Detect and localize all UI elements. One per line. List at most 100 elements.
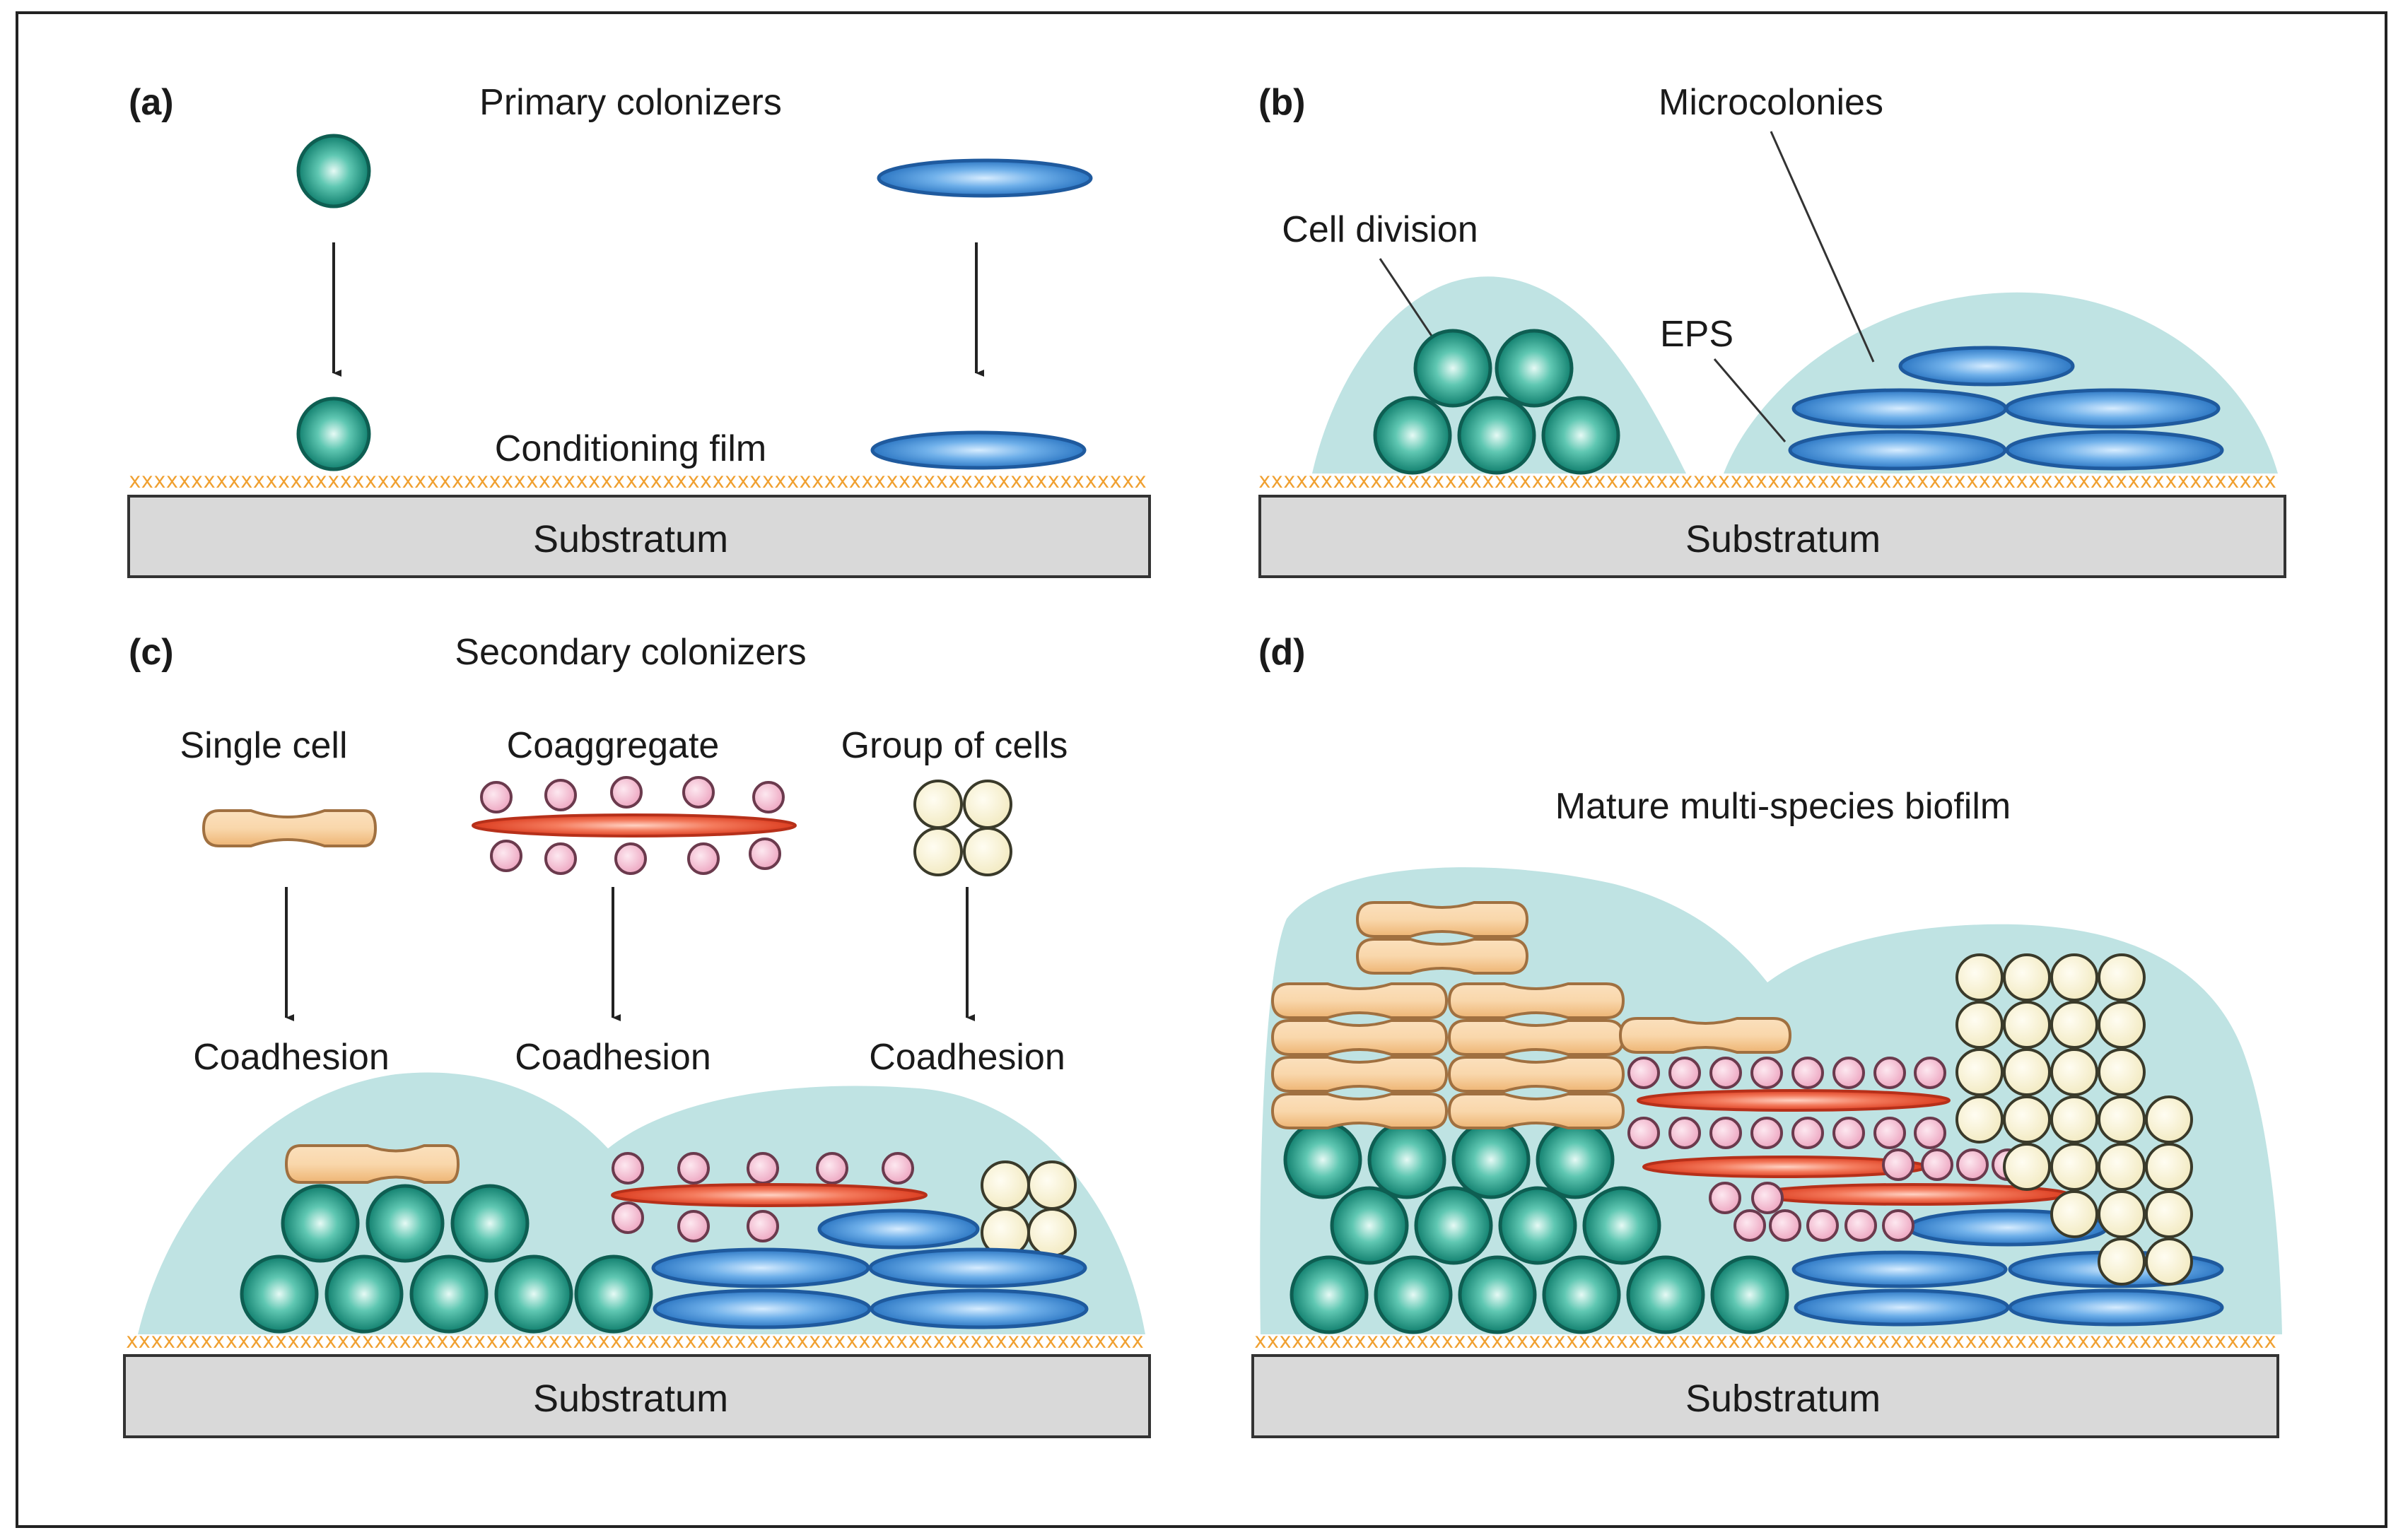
coccus — [494, 1254, 573, 1334]
panel-c: (c) Secondary colonizers Single cell Coa… — [123, 632, 1151, 1438]
pink-coccus — [490, 840, 522, 872]
pink-coccus — [1806, 1209, 1839, 1242]
red-rod — [611, 1183, 928, 1207]
cream-coccus — [1955, 953, 2004, 1001]
panel-c-title: Secondary colonizers — [455, 632, 806, 673]
cream-coccus — [2050, 1048, 2098, 1096]
cell-division-label: Cell division — [1282, 209, 1478, 250]
pink-coccus — [1921, 1148, 1953, 1181]
coccus — [1451, 1120, 1531, 1199]
mature-biofilm-cells — [1270, 901, 2224, 1334]
coccus — [1283, 1120, 1362, 1199]
cream-coccus — [981, 1160, 1030, 1210]
rod-top — [877, 158, 1093, 198]
cream-coccus — [963, 780, 1012, 829]
pink-coccus — [1791, 1057, 1824, 1089]
cream-coccus — [2003, 953, 2051, 1001]
substratum-b-label: Substratum — [1685, 518, 1881, 560]
coccus-top — [296, 134, 371, 208]
coccus — [1582, 1186, 1661, 1265]
coccus — [1542, 1255, 1621, 1334]
pink-coccus — [1844, 1209, 1877, 1242]
pink-coccus — [1709, 1057, 1742, 1089]
rod — [1788, 430, 2007, 471]
rod — [1791, 388, 2008, 429]
pink-coccus — [687, 842, 720, 875]
cream-coccus — [2003, 1048, 2051, 1096]
rod — [1791, 1250, 2008, 1288]
rod — [2005, 430, 2224, 471]
pink-coccus — [612, 1201, 644, 1234]
pinched-rod — [201, 809, 378, 847]
rod — [2004, 388, 2221, 429]
panel-a-title: Primary colonizers — [479, 82, 782, 123]
coccus — [325, 1254, 404, 1334]
pink-coccus — [1791, 1117, 1824, 1149]
coccus — [1498, 1186, 1577, 1265]
pink-coccus — [1733, 1209, 1766, 1242]
rod — [817, 1209, 980, 1250]
cream-coccus — [1955, 1048, 2004, 1096]
pinched-rod — [284, 1144, 460, 1184]
substratum-c-label: Substratum — [533, 1377, 728, 1420]
coccus — [1290, 1255, 1369, 1334]
cell-division-pointer — [1379, 258, 1440, 347]
coccus — [1495, 329, 1574, 408]
coccus — [1457, 396, 1536, 475]
cream-coccus — [2050, 1001, 2098, 1049]
coccus — [281, 1184, 360, 1263]
cream-coccus — [2098, 1143, 2146, 1191]
pink-coccus — [1750, 1057, 1783, 1089]
rod — [653, 1288, 872, 1329]
microcolonies-pointer — [1770, 131, 1875, 363]
pinched-rod — [1618, 1017, 1792, 1054]
conditioning-film: xxxxxxxxxxxxxxxxxxxxxxxxxxxxxxxxxxxxxxxx… — [1254, 1329, 2276, 1353]
pinched-rod — [1447, 982, 1625, 1019]
cream-coccus — [2003, 1095, 2051, 1144]
conditioning-film: xxxxxxxxxxxxxxxxxxxxxxxxxxxxxxxxxxxxxxxx… — [1258, 469, 2276, 493]
cream-coccus — [2050, 1143, 2098, 1191]
substratum-b — [1258, 495, 2286, 578]
pinched-rod — [1355, 938, 1529, 975]
cream-coccus — [2098, 1190, 2146, 1238]
pink-coccus — [749, 837, 781, 870]
coccus — [1541, 396, 1620, 475]
pink-coccus — [1882, 1148, 1914, 1181]
conditioning-film: xxxxxxxxxxxxxxxxxxxxxxxxxxxxxxxxxxxxxxxx… — [129, 469, 1147, 493]
rod — [2008, 1288, 2224, 1327]
rod — [870, 1288, 1089, 1329]
pink-coccus — [747, 1152, 779, 1185]
coccus — [1626, 1255, 1705, 1334]
panel-b: (b) Microcolonies Cell division EPS xxxx… — [1258, 82, 2286, 578]
pink-coccus — [612, 1152, 644, 1185]
panel-d: (d) Mature multi-species biofilm xxxxxxx… — [1251, 632, 2282, 1438]
pinched-rod — [1447, 1056, 1625, 1093]
coccus — [574, 1254, 653, 1334]
substratum-d-label: Substratum — [1685, 1377, 1881, 1420]
pink-coccus — [1709, 1182, 1741, 1214]
cream-coccus — [2003, 1143, 2051, 1191]
cream-coccus — [2145, 1238, 2193, 1286]
pink-coccus — [480, 781, 513, 813]
pink-coccus — [816, 1152, 848, 1185]
coccus — [1710, 1255, 1789, 1334]
cream-coccus — [2098, 1095, 2146, 1144]
rod — [651, 1247, 870, 1288]
coccus — [366, 1184, 445, 1263]
pink-coccus — [1627, 1117, 1660, 1149]
pink-coccus — [1956, 1148, 1989, 1181]
pink-coccus — [1914, 1057, 1946, 1089]
pinched-rod — [1355, 901, 1529, 938]
pink-coccus — [1832, 1117, 1865, 1149]
coadhesion-label-1: Coadhesion — [193, 1037, 390, 1078]
pink-coccus — [1668, 1057, 1701, 1089]
eps-pointer — [1713, 358, 1787, 442]
coccus — [1536, 1120, 1615, 1199]
cream-coccus — [2050, 1095, 2098, 1144]
cream-coccus — [913, 780, 963, 829]
red-rod — [1637, 1089, 1951, 1112]
coccus-attached — [296, 396, 371, 471]
substratum-a — [127, 495, 1151, 578]
coccus — [409, 1254, 489, 1334]
pink-coccus — [1750, 1117, 1783, 1149]
